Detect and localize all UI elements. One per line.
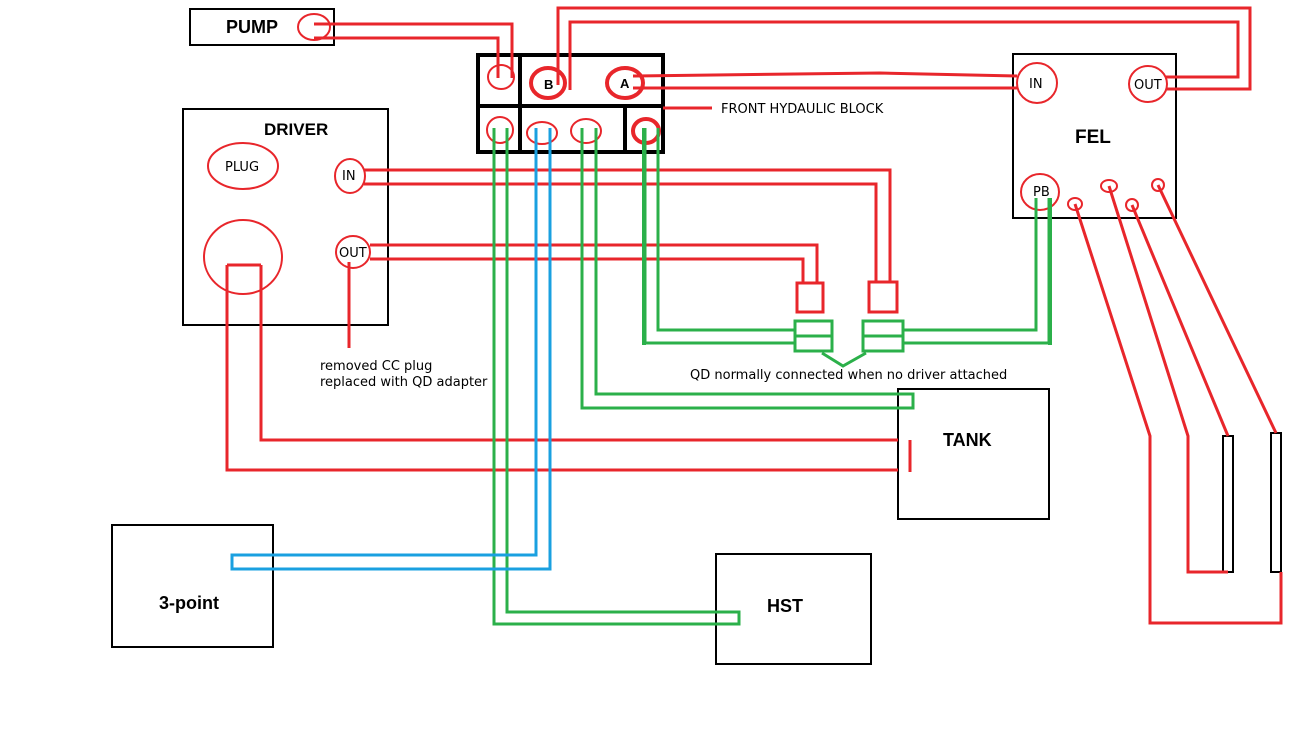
hose-pump-to-block-a: [314, 22, 514, 78]
hose-b-to-fel-out-2: [568, 20, 1240, 90]
hose-driver-in-1: [364, 168, 892, 282]
hose-driver-out-1: [370, 243, 819, 283]
hose-port3-to-tank-1: [580, 128, 915, 410]
driver-label: DRIVER: [264, 120, 328, 139]
tank-label: TANK: [943, 430, 992, 450]
pump-label: PUMP: [226, 17, 278, 37]
front-block-label: FRONT HYDAULIC BLOCK: [721, 102, 884, 117]
qd-red-right: [867, 280, 899, 314]
hose-port2-to-3point: [230, 128, 552, 571]
hose-fel-cyl-3: [1130, 204, 1230, 437]
driver-box: [182, 108, 389, 326]
block-pump-port: [487, 64, 515, 90]
fel-out-circle: [1128, 65, 1168, 103]
cc-plug-note-2: replaced with QD adapter: [320, 375, 488, 390]
driver-in-label: IN: [342, 169, 356, 184]
pump-box: [189, 8, 335, 46]
hose-power-beyond-1: [643, 128, 795, 345]
block-a-port: [605, 66, 645, 100]
fel-port-d: [1151, 178, 1165, 192]
pump-port-circle: [297, 13, 331, 41]
three-point-box: [111, 524, 274, 648]
hose-pump-to-block-b: [314, 36, 500, 78]
hose-fel-cyl-1: [1073, 203, 1283, 625]
hose-fel-cyl-2: [1107, 185, 1228, 574]
qd-red-left: [795, 281, 825, 314]
fel-port-a: [1067, 197, 1083, 211]
hose-port1-to-hst-1: [492, 128, 741, 626]
hose-b-to-fel-out-1: [556, 6, 1252, 91]
fel-pb-label: PB: [1033, 185, 1050, 200]
driver-out-label: OUT: [339, 246, 367, 261]
fel-label: FEL: [1075, 127, 1111, 148]
cylinder-right: [1270, 432, 1282, 573]
hose-power-beyond-3: [903, 198, 1051, 345]
fel-in-label: IN: [1029, 77, 1043, 92]
tank-box: [897, 388, 1050, 520]
hst-label: HST: [767, 596, 803, 616]
fel-port-b: [1100, 179, 1118, 193]
hose-driver-to-tank-2: [259, 265, 898, 442]
qd-caret: [821, 351, 867, 368]
hose-a-to-fel-in-1: [632, 71, 1018, 78]
driver-in-circle: [334, 158, 366, 194]
fel-out-label: OUT: [1134, 78, 1162, 93]
fel-port-c: [1125, 198, 1139, 212]
qd-note: QD normally connected when no driver att…: [690, 368, 1007, 383]
fel-in-circle: [1016, 62, 1058, 104]
cc-plug-note-1: removed CC plug: [320, 359, 432, 374]
cylinder-left: [1222, 435, 1234, 573]
plug-port-circle: [207, 142, 279, 190]
driver-main-circle: [203, 219, 283, 295]
hose-driver-to-tank-1: [225, 265, 898, 472]
hose-power-beyond-4: [903, 198, 1038, 332]
port-b-label: B: [544, 77, 553, 92]
hose-power-beyond-2: [656, 128, 795, 332]
hst-box: [715, 553, 872, 665]
block-port-2: [526, 121, 558, 145]
plug-label: PLUG: [225, 160, 259, 175]
hose-fel-cyl-4: [1156, 184, 1278, 434]
port-a-label: A: [620, 76, 630, 91]
driver-out-circle: [335, 235, 371, 269]
hose-driver-in-2: [364, 182, 878, 282]
three-point-label: 3-point: [159, 593, 219, 613]
block-port-1: [486, 116, 514, 144]
hose-driver-out-2: [370, 257, 805, 283]
block-port-3: [570, 118, 602, 144]
fel-pb-circle: [1020, 173, 1060, 211]
block-b-port: [529, 66, 567, 100]
fel-box: [1012, 53, 1177, 219]
